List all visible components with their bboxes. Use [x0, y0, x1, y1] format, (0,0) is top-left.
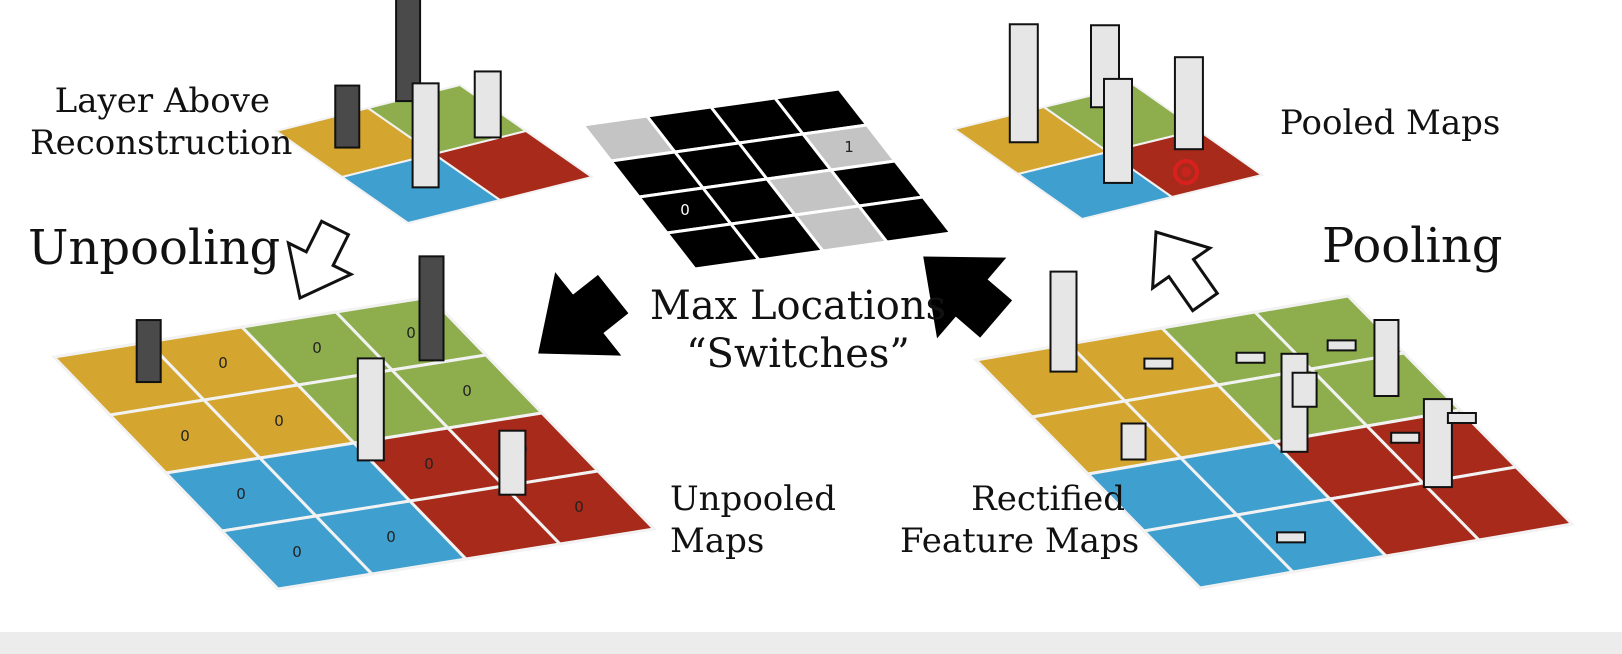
layer-above-bar [334, 84, 361, 149]
switch-mark: 0 [680, 201, 690, 219]
rectified-bar [1326, 339, 1357, 352]
layer-above-label: Layer Above Reconstruction [30, 80, 293, 164]
rectified-bar [1276, 531, 1307, 544]
unpooled-zero: 0 [292, 543, 302, 561]
switch-cell [856, 195, 954, 244]
switches-line1: Max Locations [649, 283, 947, 329]
unpooled-maps-label: Unpooled Maps [670, 478, 836, 562]
pooled-maps-label: Pooled Maps [1280, 103, 1501, 143]
rectified-line1: Rectified [971, 479, 1125, 519]
unpooled-zero: 0 [236, 485, 246, 503]
unpooled-line2: Maps [670, 521, 765, 561]
red-circle-icon [1173, 159, 1199, 185]
rectified-bar [1120, 422, 1147, 461]
switches-label: Max Locations “Switches” [648, 282, 948, 378]
switches-line2: “Switches” [686, 331, 910, 377]
hollow-arrow-icon [1150, 230, 1220, 313]
solid-arrow-icon [923, 256, 1013, 339]
unpooling-label: Unpooling [28, 220, 281, 276]
unpooled-bar [418, 255, 445, 362]
unpooled-zero: 0 [406, 324, 416, 342]
rectified-line2: Feature Maps [900, 521, 1140, 561]
rectified-bar [1049, 270, 1078, 373]
rectified-bar [1446, 412, 1477, 424]
unpooled-cell [500, 469, 658, 546]
switch-mark: 1 [844, 138, 854, 156]
layer-above-line1: Layer Above [54, 81, 270, 121]
pooled-bar [1008, 23, 1039, 144]
rectified-bar [1291, 371, 1318, 408]
rectified-maps-label: Rectified Feature Maps [900, 478, 1140, 562]
unpooled-zero: 0 [386, 528, 396, 546]
hollow-arrow-icon [286, 219, 355, 301]
unpooled-bar [135, 319, 162, 384]
rectified-bar [1235, 351, 1266, 364]
layer-above-line2: Reconstruction [30, 123, 293, 163]
unpooled-zero: 0 [180, 427, 190, 445]
unpooled-zero: 0 [574, 498, 584, 516]
layer-above-bar [411, 82, 440, 189]
solid-arrow-icon [538, 272, 629, 356]
unpooled-bar [498, 429, 527, 496]
pooling-label: Pooling [1322, 218, 1503, 274]
layer-above-bar [473, 70, 502, 139]
unpooled-bar [356, 357, 385, 462]
pooled-bar [1173, 56, 1204, 151]
rectified-bar [1373, 319, 1400, 397]
pooled-bar [1103, 77, 1133, 184]
unpooled-zero: 0 [274, 412, 284, 430]
rectified-bar [1390, 431, 1421, 444]
unpooled-line1: Unpooled [670, 479, 837, 519]
rectified-cell [1419, 465, 1576, 542]
unpooled-zero: 0 [312, 339, 322, 357]
rectified-bar [1143, 357, 1174, 370]
unpooled-zero: 0 [424, 455, 434, 473]
red-circle-icon-dot [1181, 167, 1191, 177]
unpooled-zero: 0 [218, 354, 228, 372]
bottom-band [0, 632, 1622, 654]
unpooled-zero: 0 [462, 382, 472, 400]
pooled-cell [1105, 128, 1265, 199]
layer-above-cell [431, 129, 595, 202]
